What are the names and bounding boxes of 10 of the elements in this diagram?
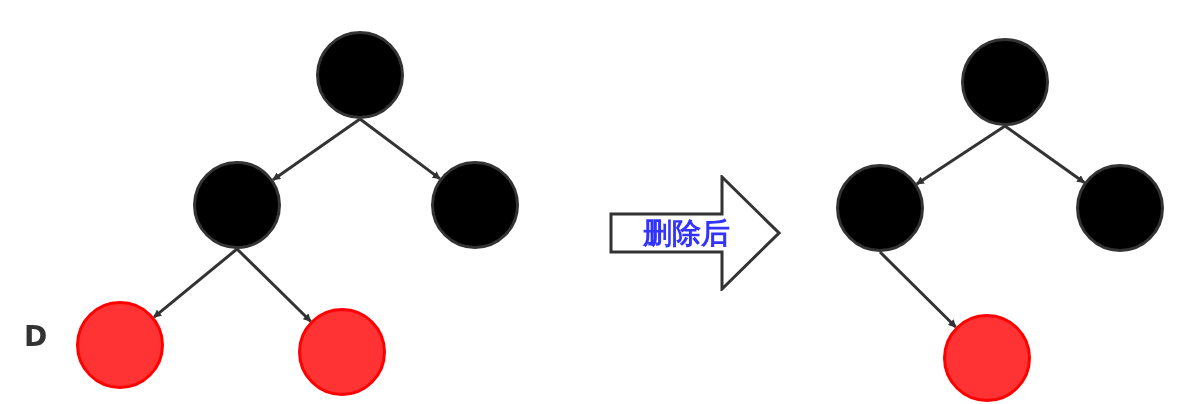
node-label: D xyxy=(24,320,48,353)
arrow xyxy=(359,117,441,180)
arrow xyxy=(272,117,361,182)
arrow xyxy=(915,124,1006,186)
arrow xyxy=(878,250,957,329)
arrow xyxy=(1004,124,1086,184)
arrow-label: 删除后 xyxy=(643,215,730,251)
arrow xyxy=(235,247,312,323)
block-arrow xyxy=(609,175,781,291)
arrow xyxy=(153,247,238,319)
